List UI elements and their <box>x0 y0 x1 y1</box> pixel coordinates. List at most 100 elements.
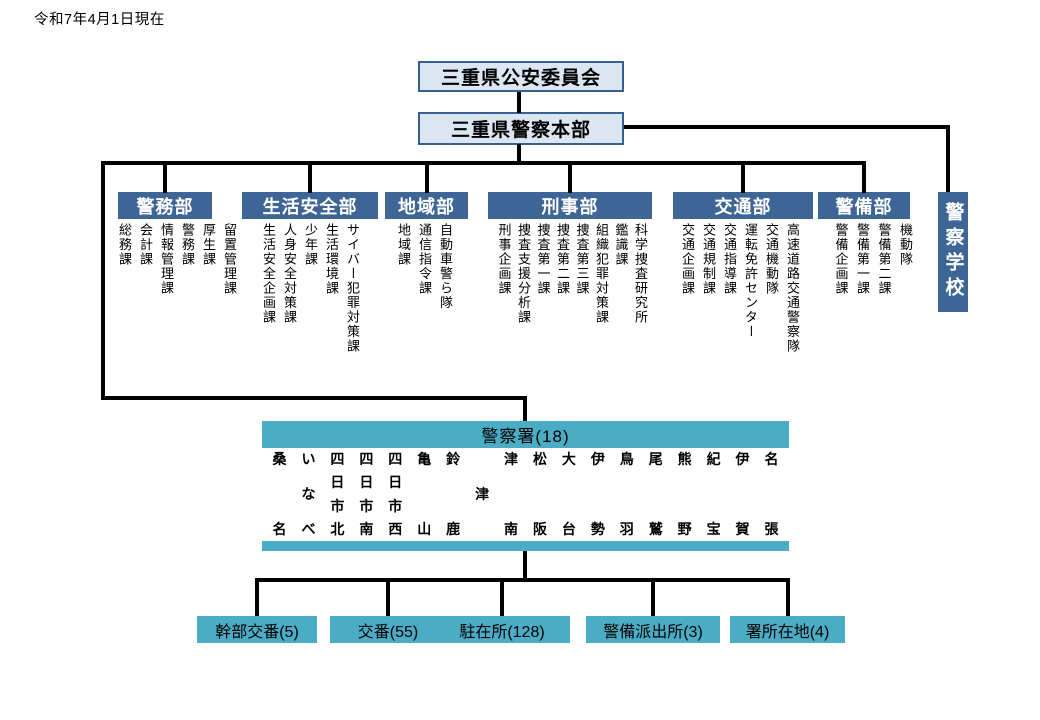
police-stations-list: 桑名いなべ四日市北四日市南四日市西亀山鈴鹿津津南松阪大台伊勢鳥羽尾鷲熊野紀宝伊賀… <box>262 448 789 541</box>
station-name: 紀宝 <box>706 452 721 536</box>
station-char: 名 <box>272 521 287 537</box>
police-headquarters-label: 三重県警察本部 <box>450 120 591 141</box>
division-item: 捜査支援分析課 <box>516 223 531 325</box>
connector-department-drop <box>862 161 866 193</box>
division-item: 警備企画課 <box>833 223 849 296</box>
station-name: 四日市北 <box>330 452 345 536</box>
division-item: 留置管理課 <box>222 223 237 296</box>
station-char: べ <box>301 521 316 537</box>
station-char: 津 <box>504 451 518 467</box>
station-char: 伊 <box>590 451 605 467</box>
station-name: 大台 <box>561 452 576 536</box>
division-item: 交通規制課 <box>701 223 716 296</box>
station-char: 紀 <box>706 451 721 467</box>
station-char: 熊 <box>677 451 692 467</box>
station-char: 伊 <box>735 451 750 467</box>
station-char: 賀 <box>735 521 750 537</box>
police-stations-footer-bar <box>262 541 789 551</box>
division-item: 運転免許センター <box>743 223 758 339</box>
division-item: 生活環境課 <box>324 223 339 296</box>
station-char: 宝 <box>706 521 721 537</box>
station-char: 南 <box>359 520 374 537</box>
substation-box-4: 署所在地(4) <box>730 616 845 643</box>
department-header-3: 刑事部 <box>488 192 652 219</box>
station-name: 亀山 <box>417 452 432 536</box>
station-char: 大 <box>561 451 576 467</box>
department-header-0: 警務部 <box>118 192 212 219</box>
department-label: 生活安全部 <box>262 196 358 217</box>
department-division-list: 高速道路交通警察隊交通機動隊運転免許センター交通指導課交通規制課交通企画課 <box>677 223 803 354</box>
station-name: 伊勢 <box>590 452 605 536</box>
station-name: 尾鷲 <box>648 452 663 536</box>
division-item: 鑑識課 <box>613 223 629 267</box>
division-item: 科学捜査研究所 <box>633 223 648 325</box>
station-name: 名張 <box>764 452 779 536</box>
station-char: 鷲 <box>648 521 663 537</box>
station-char: 市 <box>359 497 374 514</box>
division-item: 少年課 <box>303 223 318 267</box>
department-header-4: 交通部 <box>673 192 813 219</box>
department-label: 警務部 <box>136 196 194 217</box>
police-stations-label: 警察署(18) <box>481 427 570 446</box>
station-char: 鳥 <box>619 451 634 467</box>
station-char: 松 <box>532 451 547 467</box>
station-name: 伊賀 <box>735 452 750 536</box>
station-char: 北 <box>330 520 345 537</box>
date-note: 令和7年4月1日現在 <box>34 12 165 28</box>
station-name: 松阪 <box>532 452 547 536</box>
substation-label: 駐在所(128) <box>459 623 545 641</box>
connector-stations-feed <box>523 396 527 422</box>
department-header-2: 地域部 <box>385 192 468 219</box>
department-label: 刑事部 <box>541 196 599 217</box>
connector-department-drop <box>308 161 312 193</box>
station-char: 張 <box>764 521 779 537</box>
station-char: 山 <box>417 521 432 537</box>
station-name: 鈴鹿 <box>446 452 461 536</box>
station-char: 津 <box>475 486 490 502</box>
connector-substation-drop <box>386 578 390 616</box>
station-char: 日 <box>330 474 345 491</box>
station-char: 鈴 <box>446 451 461 467</box>
connector-department-drop <box>424 161 429 193</box>
division-item: 機動隊 <box>898 223 913 267</box>
station-char: 羽 <box>619 521 634 537</box>
public-safety-commission-label: 三重県公安委員会 <box>440 68 601 89</box>
connector-stations-out <box>523 549 527 582</box>
station-char: 四 <box>359 451 374 467</box>
substation-box-1: 交番(55) <box>330 616 446 643</box>
department-division-list: 留置管理課厚生課警務課情報管理課会計課総務課 <box>114 223 240 296</box>
connector-department-drop <box>741 161 745 193</box>
division-item: 交通指導課 <box>722 223 737 296</box>
station-char: 四 <box>388 451 403 467</box>
connector-school-vertical <box>946 125 950 193</box>
division-item: 情報管理課 <box>159 223 174 296</box>
connector-left-leg-horizontal <box>101 396 527 400</box>
division-item: 通信指令課 <box>417 223 432 296</box>
division-item: 警備第一課 <box>855 223 870 296</box>
station-name: 桑名 <box>272 452 287 536</box>
connector-substation-drop <box>651 578 655 616</box>
division-item: 警務課 <box>180 223 195 267</box>
division-item: 会計課 <box>138 223 153 267</box>
station-char: 野 <box>677 521 692 537</box>
department-header-5: 警備部 <box>818 192 910 219</box>
station-char: 四 <box>330 451 345 467</box>
station-name: 熊野 <box>677 452 692 536</box>
department-label: 警備部 <box>835 196 893 217</box>
station-char: 日 <box>359 474 374 491</box>
station-char: 市 <box>330 497 345 514</box>
station-name: 四日市南 <box>359 452 374 536</box>
connector-school-horizontal <box>624 125 950 129</box>
division-item: 警備第二課 <box>876 223 892 296</box>
connector-substation-drop <box>500 578 504 616</box>
substation-label: 警備派出所(3) <box>603 623 703 641</box>
substation-label: 幹部交番(5) <box>215 623 299 641</box>
public-safety-commission-box: 三重県公安委員会 <box>418 61 624 92</box>
police-stations-header: 警察署(18) <box>262 421 789 448</box>
station-name: 津 <box>475 452 490 536</box>
station-char: 阪 <box>532 521 547 537</box>
station-name: 四日市西 <box>388 452 403 536</box>
station-char: 台 <box>561 521 576 537</box>
division-item: 生活安全企画課 <box>261 223 276 325</box>
